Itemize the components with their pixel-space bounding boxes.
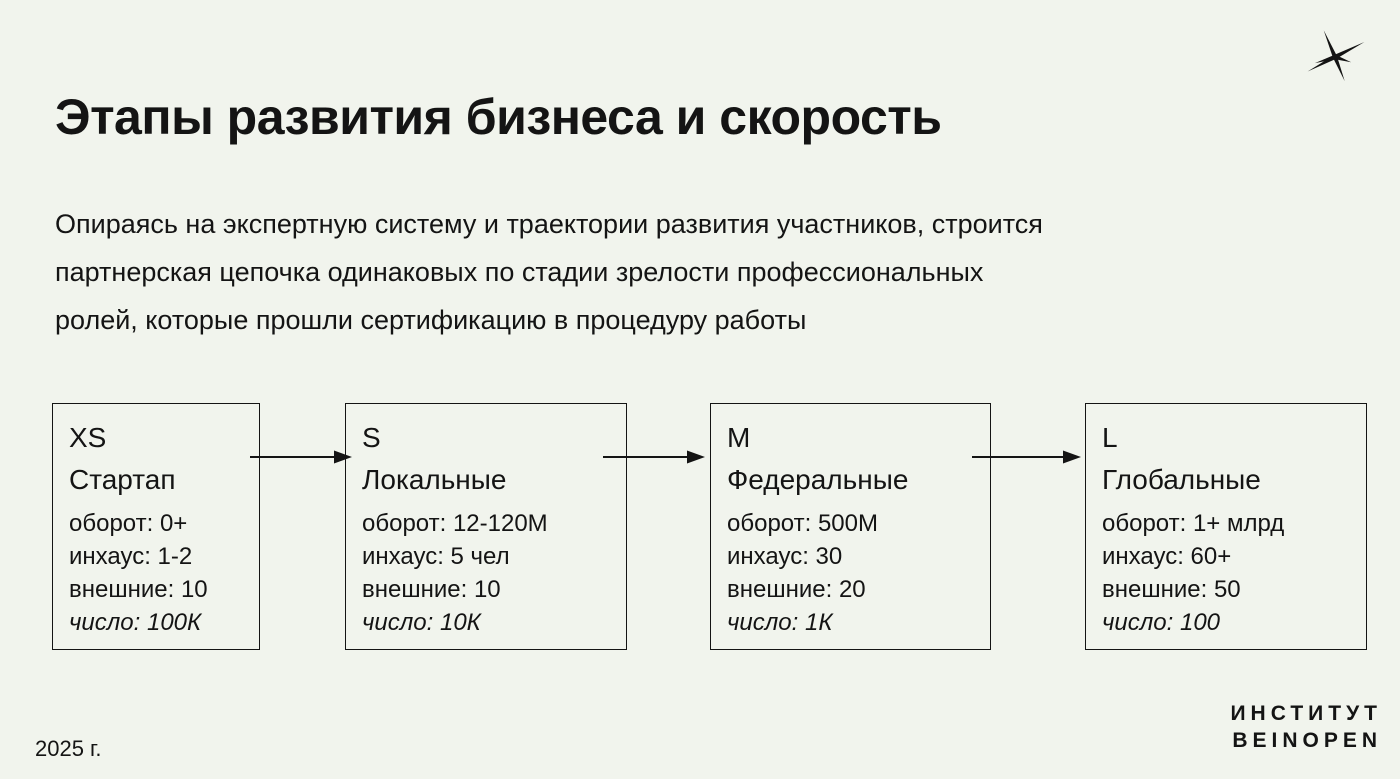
stage-size-label: M — [727, 422, 751, 453]
stage-name: Стартап — [69, 464, 176, 495]
stage-attr: оборот: 500М — [727, 510, 878, 537]
stage-size-label: XS — [69, 422, 107, 453]
stage-name: Локальные — [362, 464, 507, 495]
stage-attr: внешние: 10 — [69, 576, 208, 603]
stage-attr: инхаус: 1-2 — [69, 543, 193, 570]
stage-attr: инхаус: 5 чел — [362, 543, 510, 570]
stage-size-label: S — [362, 422, 381, 453]
stage-attr: инхаус: 60+ — [1102, 543, 1232, 570]
stage-attr: оборот: 0+ — [69, 510, 188, 537]
stage-attr-count: число: 1К — [727, 609, 833, 636]
stage-attr-count: число: 100 — [1102, 609, 1221, 636]
description-line: партнерская цепочка одинаковых по стадии… — [55, 257, 984, 287]
slide-description: Опираясь на экспертную систему и траекто… — [55, 200, 1335, 344]
stage-box-xs: XS Стартап оборот: 0+ инхаус: 1-2 внешни… — [52, 403, 260, 650]
stage-size-label: L — [1102, 422, 1118, 453]
description-line: ролей, которые прошли сертификацию в про… — [55, 305, 807, 335]
stage-attr-count: число: 100К — [69, 609, 202, 636]
stage-attr-count: число: 10К — [362, 609, 481, 636]
logo-line-beinopen: BEINOPEN — [1232, 729, 1382, 752]
year-label: 2025 г. — [35, 736, 102, 761]
stage-attr: инхаус: 30 — [727, 543, 843, 570]
logo-line-institute: ИНСТИТУТ — [1230, 702, 1382, 725]
sparkle-icon — [1307, 30, 1365, 82]
beinopen-logo: ИНСТИТУТ BEINOPEN — [1230, 700, 1377, 754]
stage-attr: оборот: 12-120М — [362, 510, 548, 537]
stage-name: Глобальные — [1102, 464, 1261, 495]
stage-box-s: S Локальные оборот: 12-120М инхаус: 5 че… — [345, 403, 627, 650]
stage-attr: оборот: 1+ млрд — [1102, 510, 1285, 537]
stage-attr: внешние: 50 — [1102, 576, 1241, 603]
stage-attr: внешние: 10 — [362, 576, 501, 603]
stage-name: Федеральные — [727, 464, 909, 495]
stage-box-l: L Глобальные оборот: 1+ млрд инхаус: 60+… — [1085, 403, 1367, 650]
description-line: Опираясь на экспертную систему и траекто… — [55, 209, 1043, 239]
stage-box-m: M Федеральные оборот: 500М инхаус: 30 вн… — [710, 403, 991, 650]
stage-attr: внешние: 20 — [727, 576, 866, 603]
page-title: Этапы развития бизнеса и скорость — [55, 89, 942, 145]
